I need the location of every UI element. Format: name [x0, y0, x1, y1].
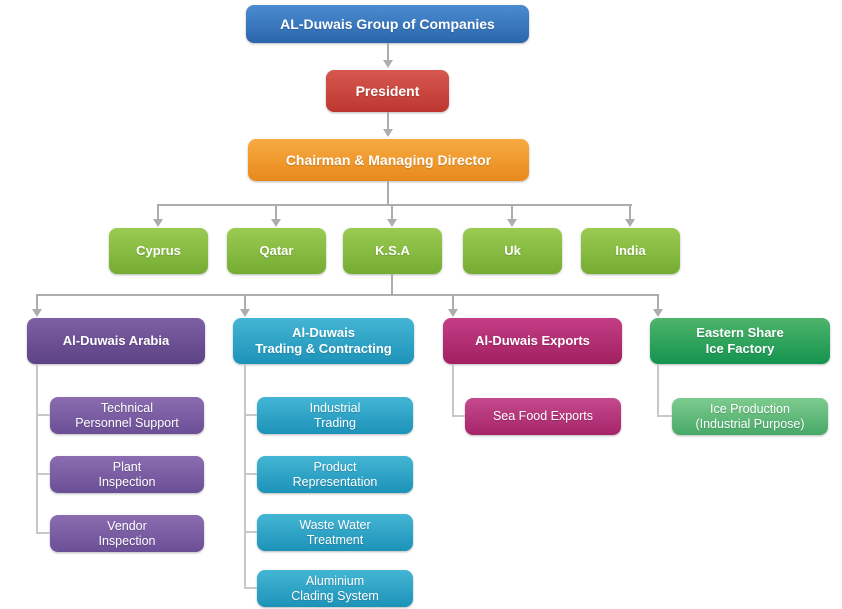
connector-vertical-line: [657, 294, 659, 310]
connector-elbow-line: [659, 415, 672, 417]
connector-elbow-line: [38, 414, 50, 416]
org-node-qatar: Qatar: [227, 228, 326, 274]
connector-arrowhead: [271, 219, 281, 227]
connector-vertical-line: [629, 204, 631, 220]
connector-arrowhead: [153, 219, 163, 227]
org-node-technical-personnel-support: Technical Personnel Support: [50, 397, 204, 434]
org-node-al-duwais-exports: Al-Duwais Exports: [443, 318, 622, 364]
connector-vertical-line: [387, 112, 389, 130]
org-node-plant-inspection: Plant Inspection: [50, 456, 204, 493]
connector-vertical-line: [511, 204, 513, 220]
connector-bus-line: [158, 204, 632, 206]
org-node-al-duwais-trading-contracting: Al-Duwais Trading & Contracting: [233, 318, 414, 364]
connector-arrowhead: [387, 219, 397, 227]
org-node-product-representation: Product Representation: [257, 456, 413, 493]
connector-elbow-line: [244, 364, 246, 589]
connector-vertical-line: [391, 204, 393, 220]
connector-elbow-line: [38, 532, 50, 534]
org-node-group-of-companies: AL-Duwais Group of Companies: [246, 5, 529, 43]
org-node-ice-production: Ice Production (Industrial Purpose): [672, 398, 828, 435]
connector-elbow-line: [452, 364, 454, 417]
connector-arrowhead: [383, 60, 393, 68]
org-node-eastern-share-ice-factory: Eastern Share Ice Factory: [650, 318, 830, 364]
connector-elbow-line: [657, 364, 659, 417]
connector-arrowhead: [625, 219, 635, 227]
org-node-sea-food-exports: Sea Food Exports: [465, 398, 621, 435]
org-node-al-duwais-arabia: Al-Duwais Arabia: [27, 318, 205, 364]
connector-arrowhead: [383, 129, 393, 137]
connector-vertical-line: [452, 294, 454, 310]
connector-bus-line: [37, 294, 659, 296]
connector-vertical-line: [275, 204, 277, 220]
connector-elbow-line: [246, 473, 257, 475]
connector-vertical-line: [244, 294, 246, 310]
connector-vertical-line: [36, 294, 38, 310]
org-node-ksa: K.S.A: [343, 228, 442, 274]
connector-arrowhead: [653, 309, 663, 317]
connector-elbow-line: [246, 414, 257, 416]
connector-vertical-line: [391, 274, 393, 296]
org-node-india: India: [581, 228, 680, 274]
connector-elbow-line: [246, 531, 257, 533]
org-node-president: President: [326, 70, 449, 112]
org-node-waste-water-treatment: Waste Water Treatment: [257, 514, 413, 551]
connector-arrowhead: [448, 309, 458, 317]
connector-elbow-line: [38, 473, 50, 475]
connector-vertical-line: [387, 43, 389, 61]
connector-arrowhead: [32, 309, 42, 317]
org-node-aluminium-clading-system: Aluminium Clading System: [257, 570, 413, 607]
connector-arrowhead: [240, 309, 250, 317]
org-node-uk: Uk: [463, 228, 562, 274]
connector-elbow-line: [246, 587, 257, 589]
connector-elbow-line: [36, 364, 38, 534]
connector-vertical-line: [387, 181, 389, 206]
org-node-cyprus: Cyprus: [109, 228, 208, 274]
org-node-chairman-managing-director: Chairman & Managing Director: [248, 139, 529, 181]
connector-vertical-line: [157, 204, 159, 220]
org-node-vendor-inspection: Vendor Inspection: [50, 515, 204, 552]
connector-arrowhead: [507, 219, 517, 227]
connector-elbow-line: [454, 415, 465, 417]
org-node-industrial-trading: Industrial Trading: [257, 397, 413, 434]
